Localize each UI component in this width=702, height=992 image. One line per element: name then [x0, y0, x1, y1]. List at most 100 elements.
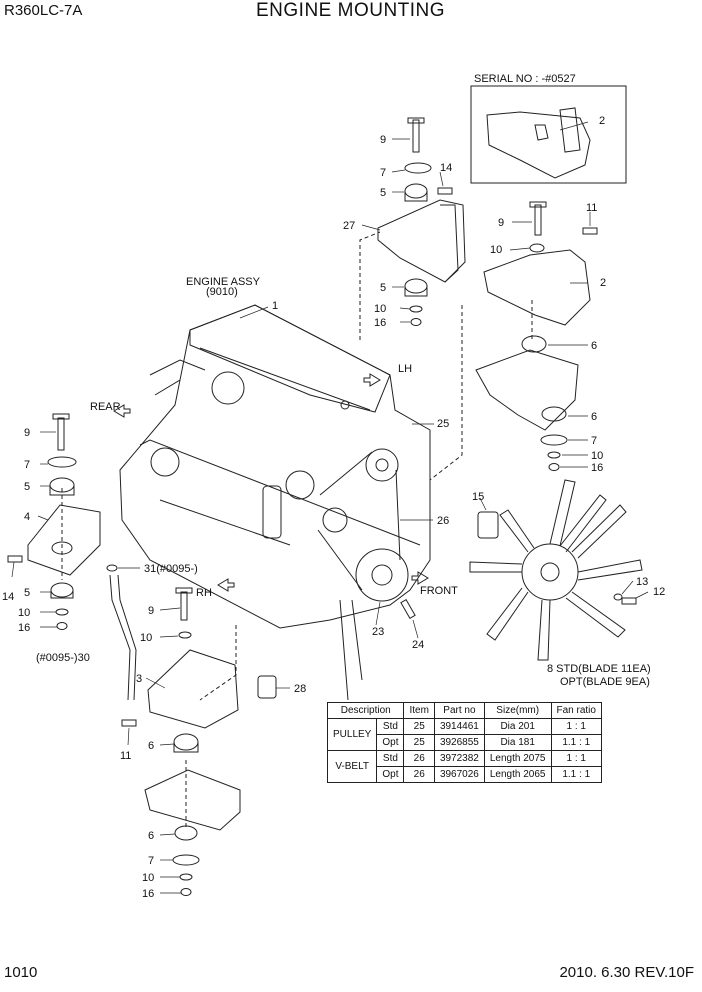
- pipe-30: [109, 574, 137, 701]
- direction-lh: LH: [398, 363, 412, 375]
- washer-10-mid: [409, 305, 423, 313]
- callout-7: 7: [148, 855, 154, 867]
- page-number: 1010: [4, 964, 38, 981]
- fan-8-label-std: 8 STD(BLADE 11EA): [547, 663, 651, 675]
- header-description: Description: [326, 702, 405, 719]
- clamp-31: [106, 564, 118, 572]
- part-no-cell: 3914461: [433, 718, 485, 735]
- table-row: V-BELT Std 26 3972382 Length 2075 1 : 1: [326, 750, 602, 783]
- table-row: Opt 25 3926855 Dia 181 1.1 : 1: [328, 734, 602, 751]
- callout-10: 10: [374, 303, 386, 315]
- callout-16: 16: [142, 888, 154, 900]
- mount-5-lower-left: [50, 582, 74, 598]
- bolt-9-lower: [180, 591, 188, 621]
- bracket-2-lower: [483, 249, 591, 326]
- item-cell: 25: [403, 734, 435, 751]
- sensor-28: [257, 675, 277, 699]
- arrow-front-icon: [411, 571, 429, 585]
- washer-7-right: [540, 434, 568, 446]
- callout-6: 6: [591, 340, 597, 352]
- alternator: [285, 470, 315, 500]
- callout-13: 13: [636, 576, 648, 588]
- table-row: Opt 26 3967026 Length 2065 1.1 : 1: [328, 766, 602, 783]
- revision-date: 2010. 6.30 REV.10F: [559, 964, 694, 981]
- callout-9: 9: [148, 605, 154, 617]
- callout-5: 5: [24, 587, 30, 599]
- callout-9: 9: [380, 134, 386, 146]
- callout-10: 10: [490, 244, 502, 256]
- bracket-old-style: [486, 111, 591, 179]
- fan-blades: [469, 479, 643, 661]
- model-label: R360LC-7A: [4, 2, 83, 19]
- bolt-14-upper: [437, 187, 453, 195]
- fan-pulley-25: [365, 448, 399, 482]
- tensioner: [322, 507, 348, 533]
- callout-2-upper: 2: [599, 115, 605, 127]
- callout-14: 14: [2, 591, 14, 603]
- callout-4: 4: [24, 511, 30, 523]
- nut-16-bottom: [180, 888, 192, 896]
- callout-15: 15: [472, 491, 484, 503]
- variant-cell: Opt: [376, 734, 405, 751]
- washer-7-upper: [404, 162, 432, 174]
- callout-6: 6: [148, 830, 154, 842]
- mount-5-upper: [404, 183, 428, 199]
- bolt-24: [400, 599, 416, 619]
- callout-23: 23: [372, 626, 384, 638]
- callout-28: 28: [294, 683, 306, 695]
- bracket-old-style-detail: [534, 107, 581, 153]
- callout-24: 24: [412, 639, 424, 651]
- washer-7-bottom: [172, 854, 200, 866]
- washer-10-right-lower: [547, 451, 561, 459]
- bracket-4: [27, 504, 101, 576]
- header-item: Item: [403, 702, 435, 719]
- callout-14: 14: [440, 162, 452, 174]
- item-cell: 26: [403, 750, 435, 767]
- bolt-9-left: [57, 417, 65, 451]
- page-title: ENGINE MOUNTING: [256, 0, 446, 21]
- header-part-no: Part no: [433, 702, 485, 719]
- callout-6: 6: [591, 411, 597, 423]
- starter-motor: [150, 447, 180, 477]
- callout-12: 12: [653, 586, 665, 598]
- washer-10-left: [55, 608, 69, 616]
- ratio-cell: 1.1 : 1: [550, 734, 602, 751]
- valve-cover: [189, 304, 391, 413]
- bolt-9-upper: [412, 119, 420, 153]
- fan-8-label-opt: OPT(BLADE 9EA): [560, 676, 650, 688]
- group-name: PULLEY: [326, 718, 378, 751]
- callout-5: 5: [380, 187, 386, 199]
- part-no-cell: 3972382: [433, 750, 485, 767]
- part-no-cell: 3926855: [433, 734, 485, 751]
- size-cell: Dia 181: [483, 734, 552, 751]
- v-belt-26: [317, 451, 401, 591]
- variant-cell: Std: [376, 750, 405, 767]
- bolt-9-right: [534, 204, 542, 236]
- item-cell: 25: [403, 718, 435, 735]
- washer-10-lower: [178, 631, 192, 639]
- ratio-cell: 1 : 1: [550, 718, 602, 735]
- hose-31-label: 31(#0095-): [144, 563, 198, 575]
- washer-7-left: [47, 456, 77, 468]
- oil-filter: [262, 485, 282, 539]
- turbocharger: [211, 371, 245, 405]
- fan-8: [521, 543, 579, 601]
- callout-leaders: [11, 121, 649, 894]
- washer-13: [613, 593, 623, 601]
- washer-10-bottom: [179, 873, 193, 881]
- callout-7: 7: [24, 459, 30, 471]
- callout-10: 10: [140, 632, 152, 644]
- direction-front: FRONT: [420, 585, 458, 597]
- callout-9: 9: [24, 427, 30, 439]
- mount-6-lower: [173, 733, 199, 751]
- callout-10: 10: [591, 450, 603, 462]
- callout-16: 16: [18, 622, 30, 634]
- crank-pulley-23: [355, 548, 409, 602]
- pulley-belt-spec-table: Description Item Part no Size(mm) Fan ra…: [326, 702, 602, 783]
- group-name: V-BELT: [326, 750, 378, 783]
- arrow-rear-icon: [113, 404, 131, 418]
- callout-2-lower: 2: [600, 277, 606, 289]
- callout-26: 26: [437, 515, 449, 527]
- callout-11: 11: [120, 750, 131, 762]
